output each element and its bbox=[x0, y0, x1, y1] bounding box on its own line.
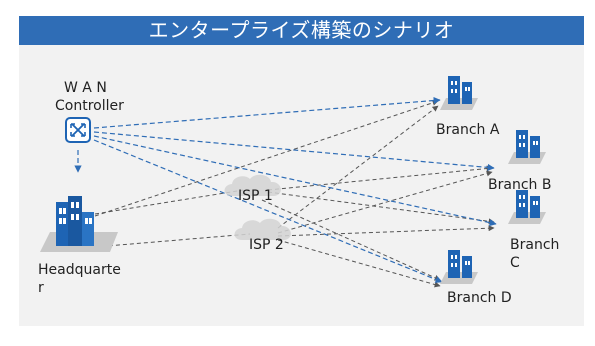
branch-a: Branch A bbox=[436, 76, 500, 138]
isp1-to-branch-b-link bbox=[267, 165, 493, 191]
hq-to-isp2-link bbox=[94, 233, 251, 248]
building-icon bbox=[440, 250, 478, 284]
wan-controller-label-line2: Controller bbox=[55, 98, 124, 114]
isp2-label: ISP 2 bbox=[249, 237, 284, 253]
branch-d: Branch D bbox=[440, 250, 512, 306]
branch-b-label: Branch B bbox=[488, 177, 551, 193]
branch-a-label: Branch A bbox=[436, 122, 500, 138]
title-bar: エンタープライズ構築のシナリオ bbox=[19, 16, 584, 45]
branch-c-label-line2: C bbox=[510, 255, 520, 271]
isp1-to-branch-c-link bbox=[267, 191, 495, 225]
branch-c-label-line1: Branch bbox=[510, 237, 559, 253]
hq-to-branch-a-link bbox=[94, 99, 439, 217]
headquarters-label-line2: r bbox=[38, 280, 44, 296]
building-icon bbox=[508, 130, 546, 164]
wan-links bbox=[94, 99, 495, 288]
headquarters-label-line1: Headquarte bbox=[38, 262, 121, 278]
isp2-to-branch-b-link bbox=[277, 170, 493, 234]
controller-links bbox=[74, 96, 497, 283]
branch-d-label: Branch D bbox=[447, 290, 512, 306]
controller-icon bbox=[65, 117, 91, 143]
isp2-to-branch-d-link bbox=[277, 239, 441, 288]
isp1-to-branch-d-link bbox=[261, 199, 441, 281]
isp1-cloud: ISP 1 bbox=[224, 174, 281, 204]
page-title: エンタープライズ構築のシナリオ bbox=[148, 18, 455, 42]
isp2-cloud: ISP 2 bbox=[234, 218, 291, 253]
cloud-icon bbox=[234, 218, 291, 240]
branch-b: Branch B bbox=[488, 130, 551, 193]
controller-to-branch-d-link bbox=[93, 139, 443, 283]
controller-to-branch-b-link bbox=[93, 131, 495, 172]
hq-to-isp1-link bbox=[94, 189, 244, 215]
diagram-panel bbox=[19, 45, 584, 326]
isp1-label: ISP 1 bbox=[238, 188, 273, 204]
wan-controller: W A N Controller bbox=[55, 80, 124, 143]
headquarters: Headquarte r bbox=[38, 196, 121, 296]
controller-to-branch-c-link bbox=[93, 135, 497, 227]
branch-c: Branch C bbox=[508, 190, 559, 271]
isp2-to-branch-c-link bbox=[277, 225, 495, 237]
cloud-icon bbox=[224, 174, 281, 196]
controller-to-branch-a-link bbox=[93, 96, 441, 129]
wan-controller-label-line1: W A N bbox=[64, 80, 107, 96]
headquarters-building-icon bbox=[40, 196, 118, 252]
building-icon bbox=[440, 76, 478, 110]
building-icon bbox=[508, 190, 546, 224]
isp2-to-branch-a-link bbox=[277, 105, 439, 229]
